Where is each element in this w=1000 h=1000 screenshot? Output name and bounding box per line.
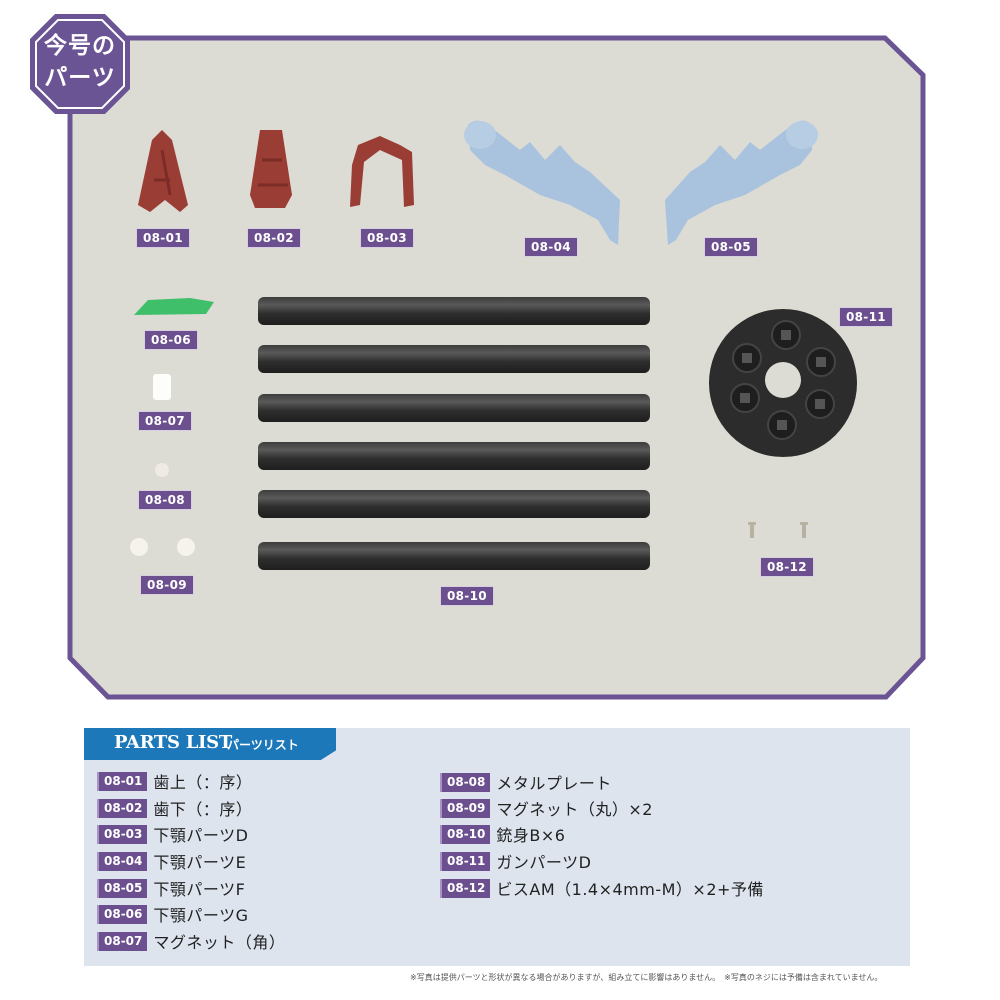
part-08-12-image [748,522,808,538]
rod-6 [258,542,650,570]
tag-08-07: 08-07 [138,411,192,431]
part-08-07-image [153,374,171,400]
tag-08-02: 08-02 [247,228,301,248]
tag-08-06: 08-06 [144,330,198,350]
part-08-03-image [350,136,414,207]
part-08-09-image-b [177,538,195,556]
tag-08-12: 08-12 [760,557,814,577]
part-08-04-image [464,120,620,245]
part-08-08-image [155,463,169,477]
tag-08-10: 08-10 [440,586,494,606]
badge-octagon [30,14,130,114]
tag-08-01: 08-01 [136,228,190,248]
parts-list-title-jp: パーツリスト [227,738,299,752]
part-08-11-image [709,309,857,457]
tag-08-05: 08-05 [704,237,758,257]
part-08-06-image [134,298,214,315]
footnote: ※写真は提供パーツと形状が異なる場合がありますが、組み立てに影響はありません。 … [410,973,883,982]
rod-5 [258,490,650,518]
parts-list-header: PARTS LIST パーツリスト [84,728,336,760]
part-08-02-image [250,130,292,208]
rod-3 [258,394,650,422]
badge-title: 今号の パーツ [44,32,116,91]
tag-08-09: 08-09 [140,575,194,595]
rod-4 [258,442,650,470]
parts-list-title-en: PARTS LIST [114,732,232,753]
parts-list-panel [84,728,910,966]
rod-2 [258,345,650,373]
part-08-09-image-a [130,538,148,556]
tag-08-11: 08-11 [839,307,893,327]
rod-1 [258,297,650,325]
tag-08-03: 08-03 [360,228,414,248]
part-08-05-image [665,120,818,245]
tag-08-08: 08-08 [138,490,192,510]
part-08-01-image [138,130,188,212]
tag-08-04: 08-04 [524,237,578,257]
